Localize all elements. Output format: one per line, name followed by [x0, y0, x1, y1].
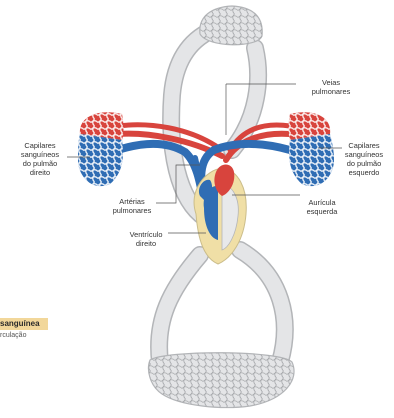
label-capilares-direito: Capilares sanguíneos do pulmão direito [10, 141, 70, 177]
label-capilares-esquerdo: Capilares sanguíneos do pulmão esquerdo [338, 141, 390, 177]
left-lung-capillaries [289, 112, 335, 186]
caption-title: sanguínea [0, 319, 40, 328]
label-ventriculo-direito: Ventrículo direito [118, 230, 174, 248]
label-auricula-esquerda: Aurícula esquerda [290, 198, 354, 216]
upper-body-capillaries [200, 6, 262, 45]
label-veias-pulmonares: Veias pulmonares [296, 78, 366, 96]
label-arterias-pulmonares: Artérias pulmonares [104, 197, 160, 215]
caption-subtitle: rculação [0, 332, 26, 339]
right-lung-capillaries [78, 112, 124, 186]
lower-body-capillaries [149, 353, 295, 408]
